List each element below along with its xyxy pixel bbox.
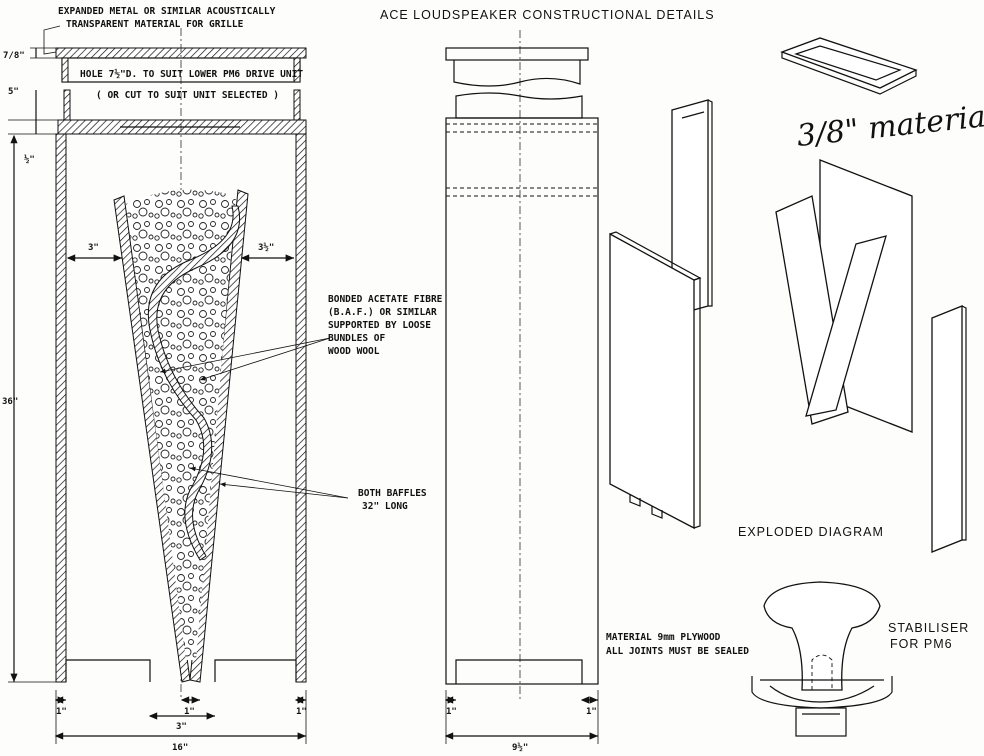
exploded-diagram (609, 37, 967, 553)
label-grille-2: TRANSPARENT MATERIAL FOR GRILLE (66, 19, 244, 30)
stabiliser-detail (751, 581, 893, 737)
dim-1-d: 1" (446, 707, 457, 717)
label-fill-1: BONDED ACETATE FIBRE (328, 294, 443, 305)
dim-5: 5" (8, 87, 19, 97)
handwritten-note: 3/8" material (795, 98, 984, 154)
dim-16: 16" (172, 743, 188, 753)
label-material-2: ALL JOINTS MUST BE SEALED (606, 646, 749, 657)
label-grille-1: EXPANDED METAL OR SIMILAR ACOUSTICALLY (58, 6, 276, 17)
front-view (444, 30, 599, 744)
dim-3-half: 3½" (258, 242, 274, 253)
drawing-title: ACE LOUDSPEAKER CONSTRUCTIONAL DETAILS (380, 8, 715, 22)
dim-half: ½" (24, 154, 35, 165)
dim-36: 36" (2, 397, 18, 407)
label-baffles-1: BOTH BAFFLES (358, 488, 427, 499)
dim-7-8: 7/8" (3, 51, 25, 61)
label-stabiliser-1: STABILISER (888, 621, 969, 635)
dim-1-e: 1" (586, 707, 597, 717)
label-fill-3: SUPPORTED BY LOOSE (328, 320, 431, 331)
dim-9-half: 9½" (512, 742, 528, 753)
label-material-1: MATERIAL 9mm PLYWOOD (606, 632, 721, 643)
section-view (8, 25, 349, 744)
label-stabiliser-2: FOR PM6 (890, 637, 953, 651)
dim-1-b: 1" (184, 707, 195, 717)
label-hole-2: ( OR CUT TO SUIT UNIT SELECTED ) (96, 90, 279, 101)
dim-3-b: 3" (176, 722, 187, 732)
dim-1-a: 1" (56, 707, 67, 717)
label-hole-1: HOLE 7½"D. TO SUIT LOWER PM6 DRIVE UNIT (80, 69, 303, 80)
dim-1-c: 1" (296, 707, 307, 717)
label-fill-2: (B.A.F.) OR SIMILAR (328, 307, 437, 318)
label-fill-5: WOOD WOOL (328, 346, 380, 357)
label-baffles-2: 32" LONG (362, 501, 408, 512)
dim-3: 3" (88, 243, 99, 253)
label-fill-4: BUNDLES OF (328, 333, 385, 344)
label-exploded: EXPLODED DIAGRAM (738, 525, 884, 539)
